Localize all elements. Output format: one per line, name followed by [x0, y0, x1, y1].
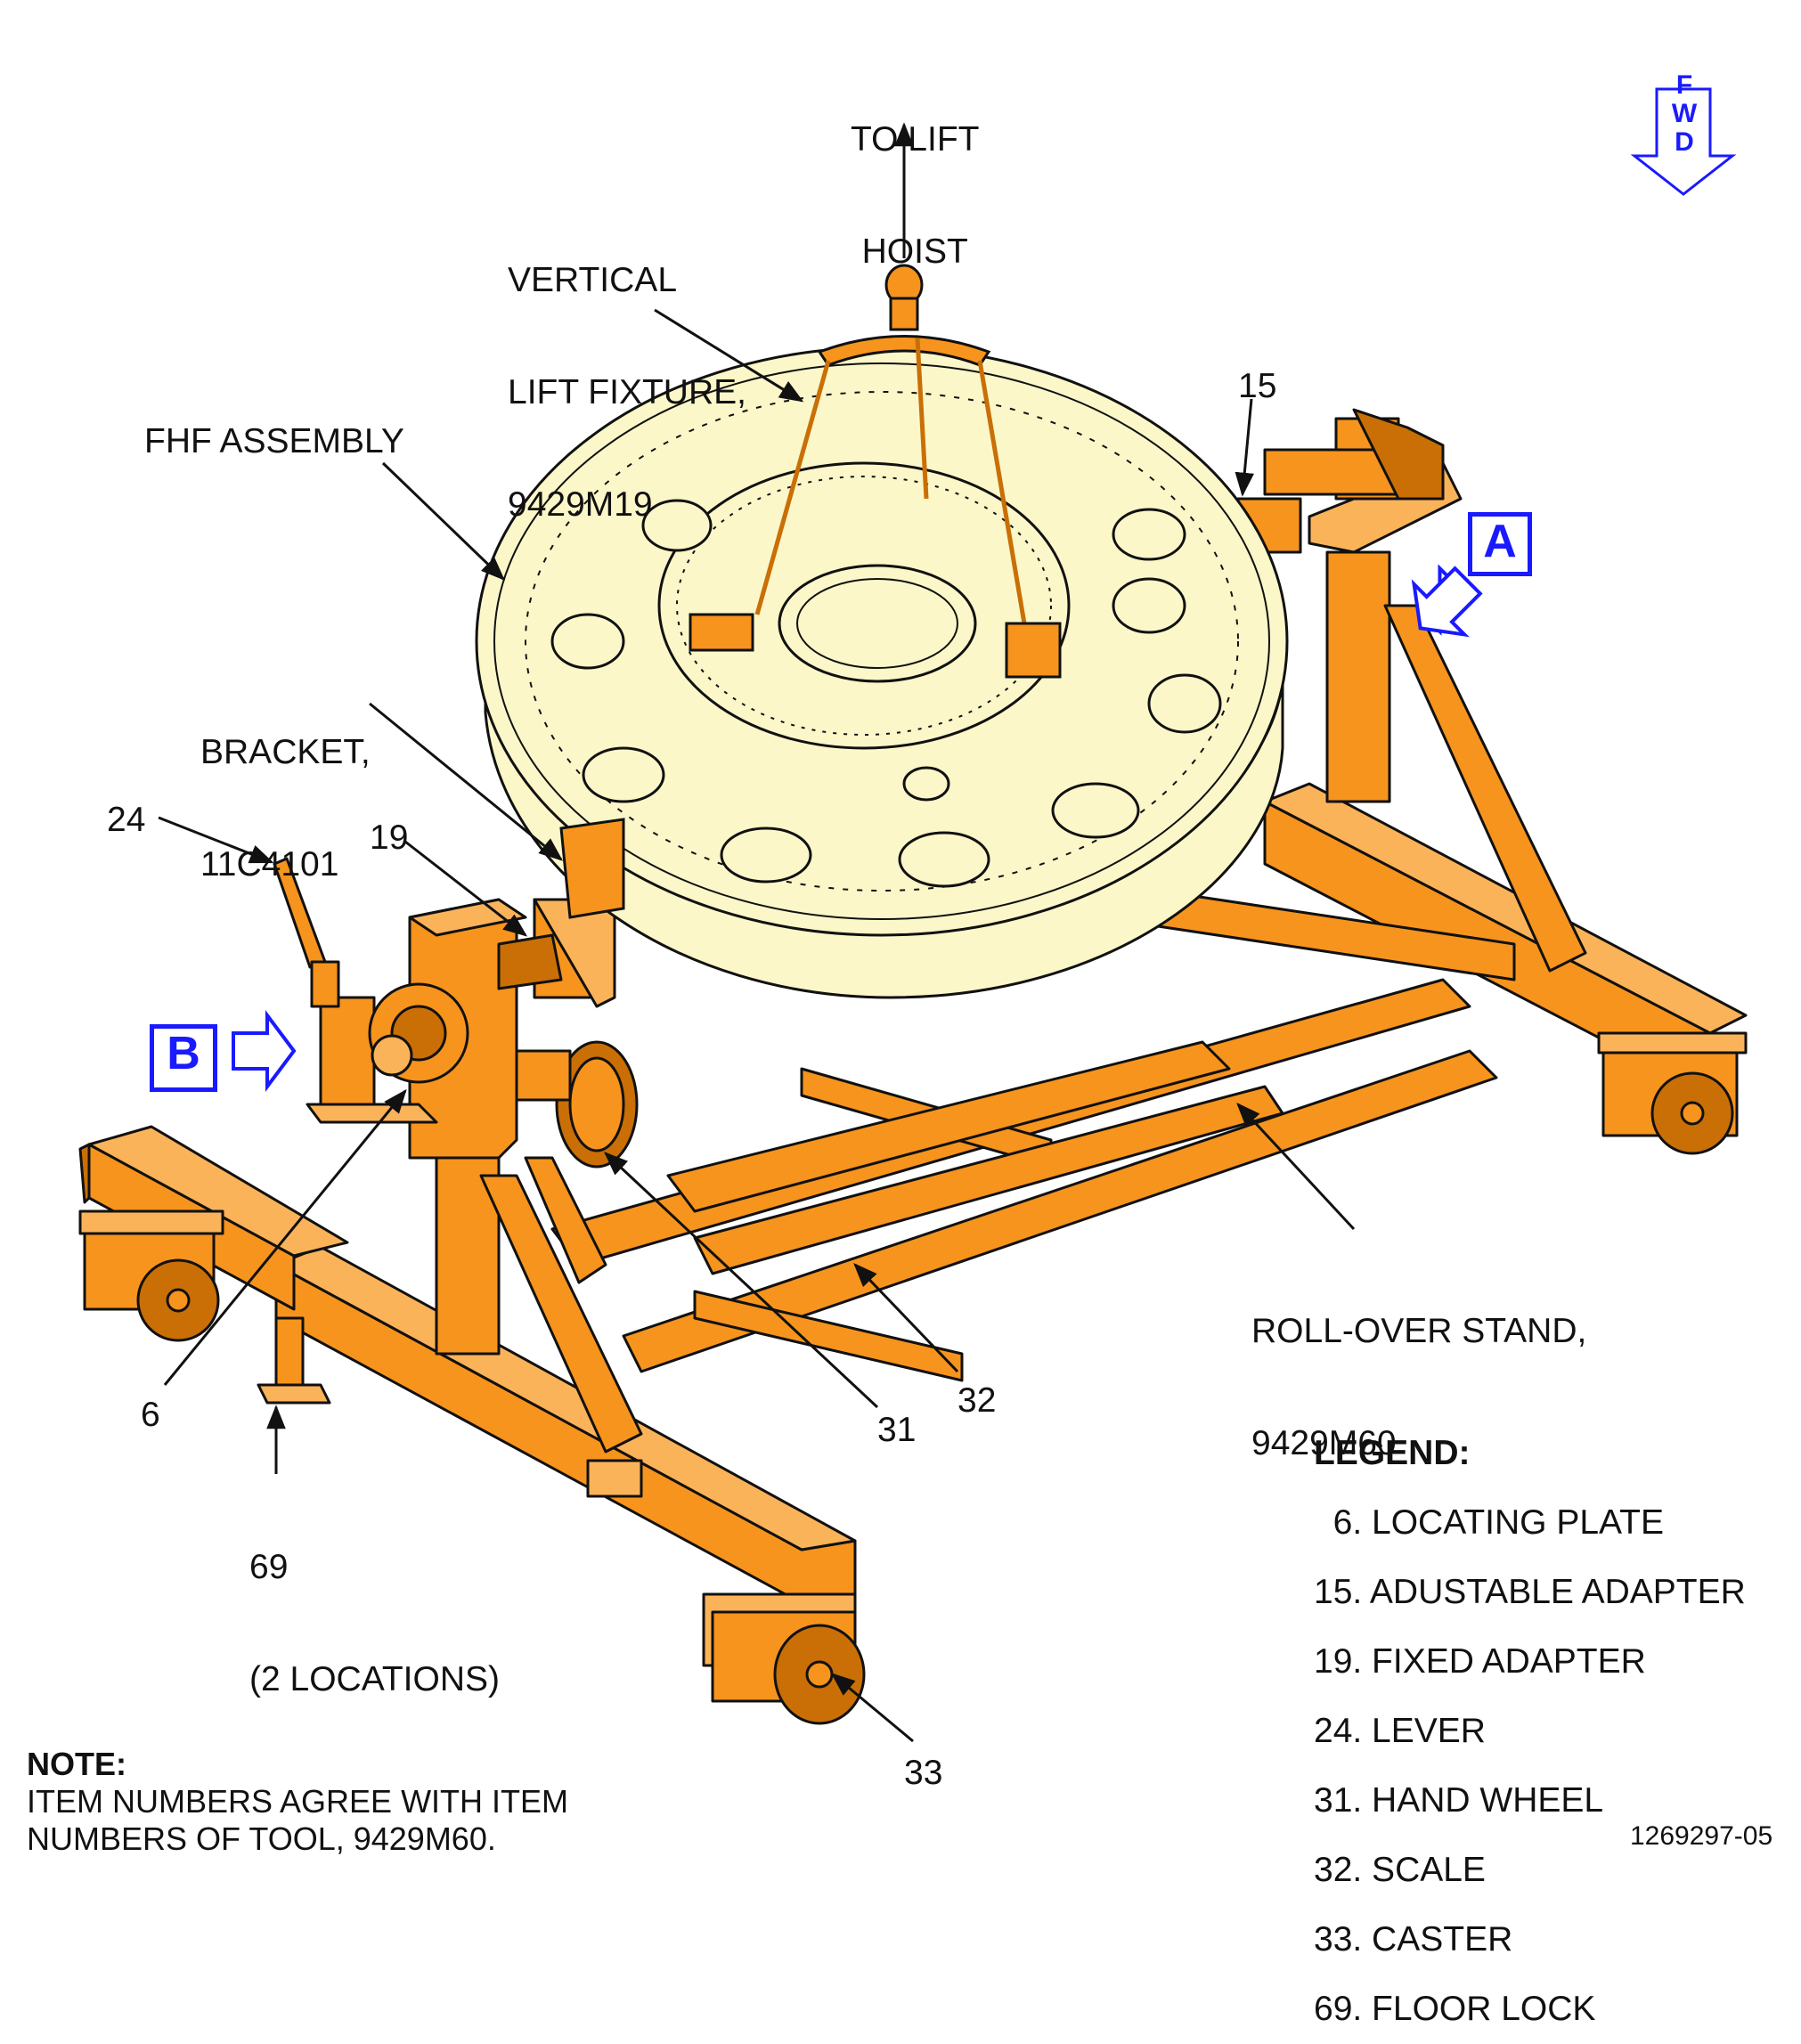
label-to-lift-hoist: TO LIFT HOIST [851, 120, 980, 271]
floor-lock-69 [257, 1316, 643, 1498]
leader-31 [604, 1152, 879, 1409]
label-item-24: 24 [107, 801, 146, 839]
legend: LEGEND: 6. LOCATING PLATE 15. ADUSTABLE … [1314, 1403, 1746, 2044]
legend-item: 15. ADUSTABLE ADAPTER [1314, 1573, 1746, 1611]
roll-over-stand-illustration [78, 87, 1748, 1743]
caster-left [78, 1209, 224, 1342]
view-arrow-b [232, 1010, 297, 1092]
note-line: ITEM NUMBERS AGREE WITH ITEM [27, 1783, 569, 1820]
stand-cross-member-2 [693, 1290, 964, 1382]
stand-left-strut [479, 1174, 643, 1454]
label-item-19: 19 [370, 818, 409, 857]
stand-right-upright [1325, 550, 1391, 803]
fixed-adapter-19 [273, 857, 639, 1169]
figure-id: 1269297-05 [1630, 1821, 1773, 1851]
label-bracket: BRACKET, 11C4101 [200, 733, 371, 884]
adjustable-adapter-15 [1236, 408, 1463, 554]
legend-item: 24. LEVER [1314, 1712, 1486, 1750]
legend-item: 19. FIXED ADAPTER [1314, 1642, 1646, 1681]
leader-6 [163, 1088, 407, 1386]
leader-fhf-assembly [381, 461, 505, 581]
label-item-33: 33 [904, 1754, 943, 1792]
label-item-31: 31 [877, 1411, 917, 1449]
stand-left-strut-2 [524, 1156, 607, 1284]
note: NOTE: ITEM NUMBERS AGREE WITH ITEM NUMBE… [27, 1746, 568, 1858]
label-item-32: 32 [958, 1381, 997, 1420]
bracket-11c4101 [559, 818, 625, 919]
leader-roll-over-stand [1236, 1103, 1356, 1231]
legend-item: 32. SCALE [1314, 1851, 1486, 1889]
legend-title: LEGEND: [1314, 1434, 1471, 1472]
caster-right [1597, 1031, 1748, 1155]
view-label-b: B [150, 1024, 217, 1092]
fhf-assembly [475, 346, 1289, 999]
legend-item: 69. FLOOR LOCK [1314, 1990, 1596, 2028]
leader-bracket [369, 702, 564, 861]
stand-slider-track-2 [693, 1085, 1284, 1275]
stand-right-strut [1383, 604, 1587, 973]
legend-item: 6. LOCATING PLATE [1314, 1503, 1664, 1542]
label-vertical-lift-fixture: VERTICAL LIFT FIXTURE, 9429M19 [508, 261, 746, 524]
fwd-label: F W D [1671, 70, 1698, 157]
label-roll-over-stand: ROLL-OVER STAND, 9429M60 [1251, 1312, 1587, 1462]
note-title: NOTE: [27, 1746, 126, 1782]
note-line: NUMBERS OF TOOL, 9429M60. [27, 1820, 496, 1857]
leader-19 [404, 840, 528, 937]
view-label-a: A [1468, 512, 1532, 576]
caster-33 [702, 1592, 866, 1725]
label-item-69: 69 (2 LOCATIONS) [249, 1548, 500, 1698]
leader-lines [158, 122, 1356, 1743]
label-item-15: 15 [1238, 367, 1277, 405]
view-arrow-a [1411, 564, 1483, 638]
fhf-access-ports [550, 499, 1222, 888]
label-item-6: 6 [141, 1396, 160, 1434]
fwd-arrow-icon [1630, 87, 1737, 196]
label-fhf-assembly: FHF ASSEMBLY [144, 422, 404, 460]
roll-over-stand [78, 408, 1748, 1725]
leader-24 [158, 816, 274, 864]
leader-15 [1235, 398, 1255, 497]
leader-32 [853, 1263, 959, 1373]
legend-item: 33. CASTER [1314, 1920, 1513, 1958]
legend-item: 31. HAND WHEEL [1314, 1781, 1604, 1820]
leader-33 [830, 1673, 914, 1743]
leader-vertical-lift-fixture [654, 308, 804, 403]
vertical-lift-fixture [689, 264, 1062, 679]
stand-slider-track [666, 1040, 1231, 1213]
stand-long-rail-lower [622, 1049, 1498, 1373]
